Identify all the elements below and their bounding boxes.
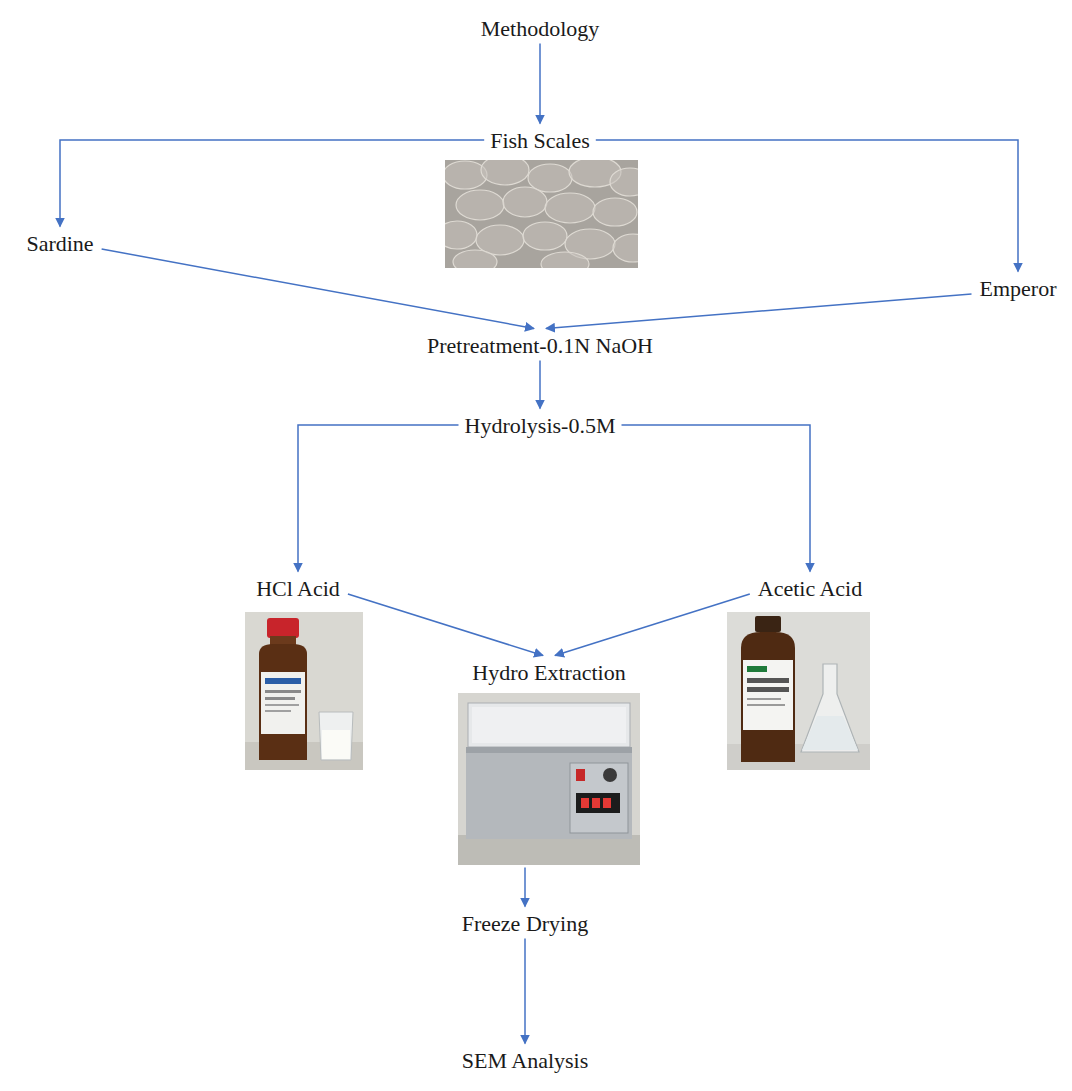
step-label: Hydrolysis-0.5M <box>461 412 620 439</box>
acetic-bottle-photo-part <box>747 698 781 700</box>
step-text: Sardine <box>26 231 93 256</box>
extraction-machine-photo-part <box>603 798 611 808</box>
fish-scales-photo-part <box>503 187 547 217</box>
step-label: Pretreatment-0.1N NaOH <box>423 332 657 359</box>
extraction-machine-photo-part <box>468 703 630 747</box>
hcl-bottle-photo-part <box>265 690 301 693</box>
hcl-bottle-photo-part <box>265 710 291 712</box>
fish-scales-photo-part <box>445 160 638 268</box>
hcl-bottle-photo-part <box>259 644 307 760</box>
acetic-bottle-photo-part <box>747 687 789 692</box>
step-label: Sardine <box>22 230 97 257</box>
acetic-bottle-photo-part <box>747 666 767 672</box>
step-label: HCl Acid <box>252 575 344 602</box>
fish-scales-photo-part <box>610 168 638 196</box>
acetic-bottle-photo-part <box>747 678 789 683</box>
step-text: Fish Scales <box>490 128 590 153</box>
step-label: Freeze Drying <box>458 910 592 937</box>
acetic-bottle-photo-part <box>755 616 781 632</box>
step-text: Methodology <box>481 16 600 41</box>
hcl-bottle-photo-part <box>267 618 299 638</box>
extraction-machine-photo-part <box>458 693 640 865</box>
hcl-bottle-photo-part <box>322 730 350 759</box>
flow-arrow <box>555 594 750 656</box>
flow-arrow <box>102 249 534 329</box>
extraction-machine-photo-part <box>472 707 626 743</box>
fish-scales-photo-part <box>613 234 638 262</box>
fish-scales-photo-part <box>523 222 567 250</box>
flow-arrow <box>539 361 541 409</box>
step-label: Acetic Acid <box>754 575 866 602</box>
extraction-machine-photo <box>458 693 640 865</box>
step-text: Hydrolysis-0.5M <box>465 413 616 438</box>
step-text: Freeze Drying <box>462 911 588 936</box>
step-text: Pretreatment-0.1N NaOH <box>427 333 653 358</box>
flow-arrow <box>298 425 459 572</box>
acetic-bottle-photo-part <box>802 716 858 750</box>
step-label: Methodology <box>477 15 604 42</box>
fish-scales-photo-part <box>481 160 529 185</box>
flow-arrow <box>524 939 526 1044</box>
step-label: SEM Analysis <box>458 1047 593 1074</box>
flow-arrow <box>622 425 811 572</box>
hcl-bottle-photo-part <box>245 612 363 770</box>
flow-arrow <box>539 44 541 124</box>
hcl-bottle-photo <box>245 612 363 770</box>
fish-scales-photo-part <box>528 164 572 192</box>
fish-scales-photo-part <box>456 190 504 220</box>
step-text: Emperor <box>980 276 1057 301</box>
fish-scales-photo-part <box>453 250 497 268</box>
step-label: Hydro Extraction <box>454 659 644 866</box>
flow-arrow <box>348 594 543 656</box>
extraction-machine-photo-part <box>576 769 585 781</box>
extraction-machine-photo-part <box>581 798 589 808</box>
fish-scales-photo-part <box>541 252 589 268</box>
fish-scales-photo <box>445 160 638 268</box>
acetic-bottle-photo-part <box>747 704 785 706</box>
fish-scales-photo-part <box>445 161 487 189</box>
hcl-bottle-photo-part <box>265 704 299 706</box>
hcl-bottle-photo-part <box>265 678 301 684</box>
extraction-machine-photo-part <box>576 793 620 813</box>
hcl-bottle-photo-part <box>265 697 295 700</box>
step-text: SEM Analysis <box>462 1048 589 1073</box>
step-text: Hydro Extraction <box>458 660 640 685</box>
hcl-bottle-photo-part <box>261 672 305 734</box>
fish-scales-photo-part <box>545 193 595 223</box>
acetic-bottle-photo-part <box>727 612 870 770</box>
flow-arrow <box>60 140 484 227</box>
extraction-machine-photo-part <box>458 835 640 865</box>
acetic-bottle-photo <box>727 612 870 770</box>
acetic-bottle-photo-part <box>741 632 795 762</box>
fish-scales-photo-part <box>593 198 637 226</box>
step-text: HCl Acid <box>256 576 340 601</box>
extraction-machine-photo-part <box>603 768 617 782</box>
extraction-machine-photo-part <box>592 798 600 808</box>
fish-scales-photo-part <box>445 221 477 249</box>
step-text: Acetic Acid <box>758 576 862 601</box>
extraction-machine-photo-part <box>466 747 632 839</box>
flow-arrow <box>524 868 526 907</box>
flow-arrow <box>546 294 972 329</box>
extraction-machine-photo-part <box>570 763 628 833</box>
step-label: Emperor <box>976 275 1061 302</box>
acetic-bottle-photo-part <box>801 664 859 752</box>
hcl-bottle-photo-part <box>319 712 353 760</box>
acetic-bottle-photo-part <box>743 660 793 730</box>
step-label: Fish Scales <box>486 127 594 154</box>
flow-arrow <box>596 140 1018 272</box>
extraction-machine-photo-part <box>466 747 632 753</box>
